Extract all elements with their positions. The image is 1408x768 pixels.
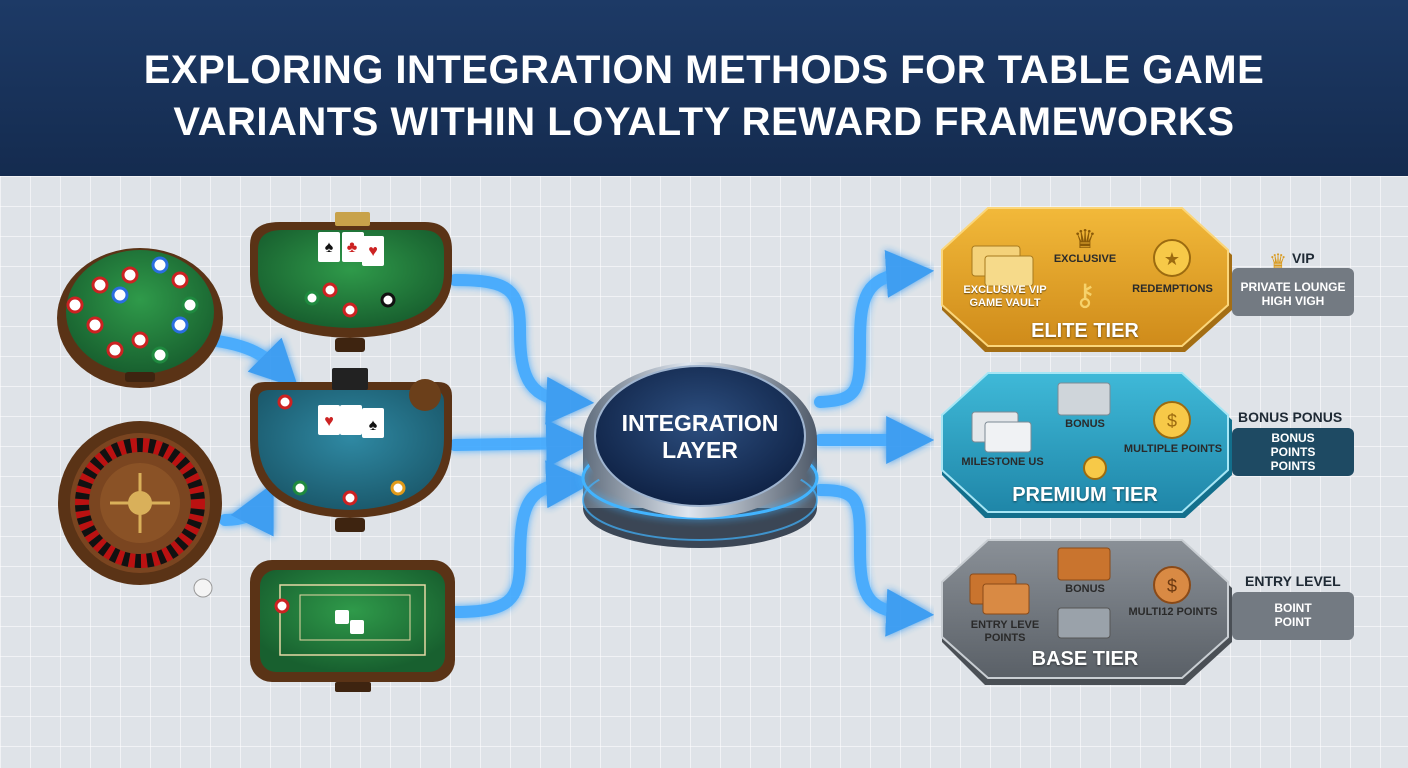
elite-tier-name: ELITE TIER [1031, 320, 1139, 342]
premium-card-label: MILESTONE US [961, 456, 1044, 468]
connectors-left [204, 274, 595, 618]
base-side-panel [1232, 592, 1354, 640]
poker-table [57, 248, 223, 388]
svg-text:♠: ♠ [325, 239, 334, 256]
svg-text:♣: ♣ [347, 239, 358, 256]
connector-blackjack-mid [449, 419, 595, 468]
base-tier-name: BASE TIER [1031, 648, 1139, 670]
svg-text:♠: ♠ [369, 417, 378, 434]
integration-layer-line-2: LAYER [662, 437, 738, 463]
elite-tier-panel: ♛ ⚷ ★ [941, 207, 1232, 352]
connector-roulette [219, 482, 274, 537]
connector-poker [204, 334, 299, 389]
base-right-label: MULTI12 POINTS [1128, 606, 1218, 618]
blackjack-table-mid: ♥ ♠ [250, 368, 452, 532]
integration-layer-line-1: INTEGRATION [621, 410, 779, 436]
base-center-label: BONUS [1065, 583, 1105, 595]
base-side-text: BOINT POINT [1274, 601, 1312, 629]
svg-text:♥: ♥ [324, 413, 334, 430]
premium-center-label: BONUS [1065, 418, 1105, 430]
elite-right-label: REDEMPTIONS [1132, 283, 1213, 295]
poker-chips [66, 256, 199, 364]
key-icon: ⚷ [1074, 279, 1096, 312]
connector-craps [449, 460, 595, 618]
coin-icon [1153, 239, 1191, 277]
svg-text:$: $ [1167, 576, 1177, 596]
integration-layer-label: INTEGRATION LAYER [600, 410, 800, 464]
title-banner: EXPLORING INTEGRATION METHODS FOR TABLE … [0, 0, 1408, 176]
connector-blackjack-top [449, 274, 595, 425]
elite-side-title: VIP [1292, 250, 1315, 266]
base-tier-panel: $ [941, 539, 1232, 685]
coin-icon [1153, 401, 1191, 439]
premium-tier-name: PREMIUM TIER [1012, 484, 1158, 506]
elite-center-label: EXCLUSIVE [1053, 253, 1117, 265]
page-title: EXPLORING INTEGRATION METHODS FOR TABLE … [0, 44, 1408, 148]
premium-right-label: MULTIPLE POINTS [1123, 443, 1223, 455]
craps-table [250, 560, 455, 692]
elite-card-label: EXCLUSIVE VIP GAME VAULT [963, 284, 1047, 309]
roulette-wheel [58, 421, 222, 598]
premium-side-text: BONUS POINTS POINTS [1270, 431, 1316, 473]
coin-icon [1153, 566, 1191, 604]
crown-icon: ♛ [1073, 224, 1096, 254]
medal-icon [1083, 456, 1107, 480]
premium-side-panel [1232, 428, 1354, 476]
elite-side-panel [1232, 268, 1354, 316]
integration-core [581, 362, 819, 548]
svg-text:★: ★ [1164, 249, 1180, 269]
elite-side-text: PRIVATE LOUNGE HIGH VIGH [1240, 280, 1346, 308]
blackjack-table-top: ♠ ♣ ♥ [250, 212, 452, 352]
premium-side-title: BONUS PONUS [1238, 409, 1343, 425]
premium-tier-panel: $ [941, 372, 1232, 518]
title-line-1: EXPLORING INTEGRATION METHODS FOR TABLE … [143, 48, 1265, 92]
svg-text:♥: ♥ [368, 243, 378, 260]
vip-crown-icon: ♛ [1269, 251, 1287, 273]
connector-elite [814, 249, 935, 408]
title-line-2: VARIANTS WITHIN LOYALTY REWARD FRAMEWORK… [173, 100, 1235, 144]
connectors-right [814, 249, 935, 637]
connector-base [814, 484, 935, 637]
base-side-title: ENTRY LEVEL [1245, 573, 1341, 589]
base-card-label: ENTRY LEVE POINTS [970, 619, 1040, 644]
svg-text:$: $ [1167, 411, 1177, 431]
